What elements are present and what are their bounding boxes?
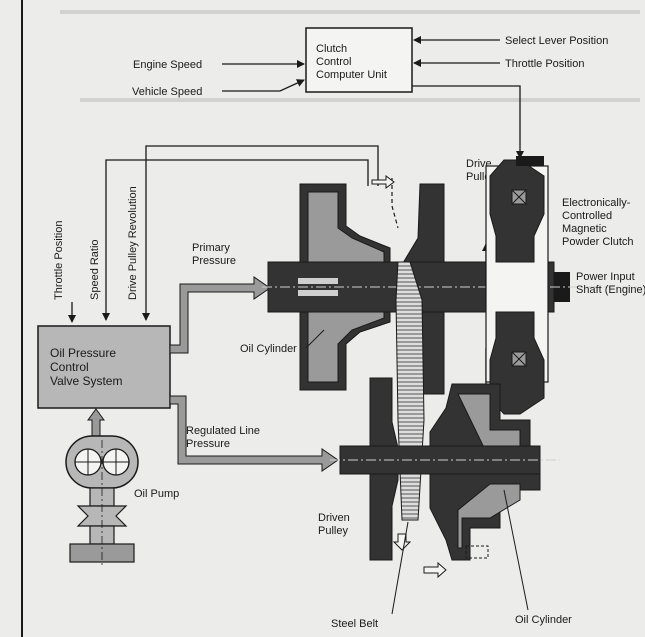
oil-cylinder-top-label: Oil Cylinder bbox=[240, 343, 297, 355]
power-input-label-2: Shaft (Engine) bbox=[576, 284, 645, 296]
oil-pump-label: Oil Pump bbox=[134, 488, 179, 500]
primary-pressure-label-2: Pressure bbox=[192, 255, 236, 267]
steel-belt bbox=[396, 262, 424, 520]
regulated-line-label-1: Regulated Line bbox=[186, 425, 260, 437]
driven-pulley-label-2: Pulley bbox=[318, 525, 348, 537]
magnetic-clutch-label-4: Powder Clutch bbox=[562, 236, 634, 248]
select-lever-label: Select Lever Position bbox=[505, 35, 608, 47]
valve-system-label-1: Oil Pressure bbox=[50, 346, 116, 360]
magnetic-clutch-label-1: Electronically- bbox=[562, 197, 631, 209]
regulated-line-label-2: Pressure bbox=[186, 438, 230, 450]
valve-system-label-3: Valve System bbox=[50, 374, 122, 388]
oil-cylinder-bottom-label: Oil Cylinder bbox=[515, 614, 572, 626]
primary-pressure-label-1: Primary bbox=[192, 242, 230, 254]
magnetic-clutch-label-3: Magnetic bbox=[562, 223, 607, 235]
drive-pulley-revolution-label: Drive Pulley Revolution bbox=[127, 186, 139, 300]
speed-ratio-label: Speed Ratio bbox=[89, 239, 101, 300]
vehicle-speed-label: Vehicle Speed bbox=[132, 86, 202, 98]
clutch-unit-label-2: Control bbox=[316, 56, 351, 68]
valve-system-label-2: Control bbox=[50, 360, 89, 374]
magnetic-clutch-label-2: Controlled bbox=[562, 210, 612, 222]
power-input-label-1: Power Input bbox=[576, 271, 635, 283]
engine-speed-label: Engine Speed bbox=[133, 59, 202, 71]
throttle-position-vertical-label: Throttle Position bbox=[53, 221, 65, 300]
throttle-position-right-label: Throttle Position bbox=[505, 58, 584, 70]
steel-belt-label: Steel Belt bbox=[331, 618, 378, 630]
clutch-unit-label-3: Computer Unit bbox=[316, 69, 387, 81]
driven-pulley-label-1: Driven bbox=[318, 512, 350, 524]
clutch-unit-label-1: Clutch bbox=[316, 43, 347, 55]
magnetic-powder-clutch bbox=[486, 156, 548, 414]
